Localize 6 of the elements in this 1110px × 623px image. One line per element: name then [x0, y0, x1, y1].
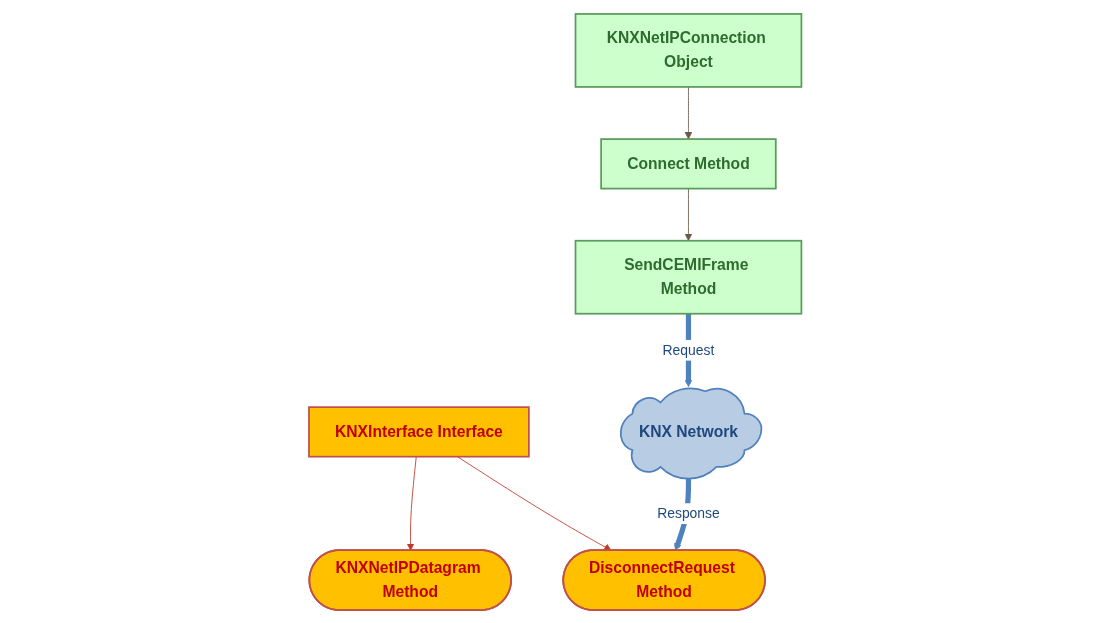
edge-label: Request: [662, 341, 715, 357]
edge-label: Response: [656, 505, 720, 521]
node-box: KNXNetIPConnection Object: [574, 12, 803, 88]
node-box: KNXInterface Interface: [307, 405, 530, 458]
node-box: Connect Method: [600, 137, 777, 189]
node-box: SendCEMIFrame Method: [574, 239, 803, 315]
